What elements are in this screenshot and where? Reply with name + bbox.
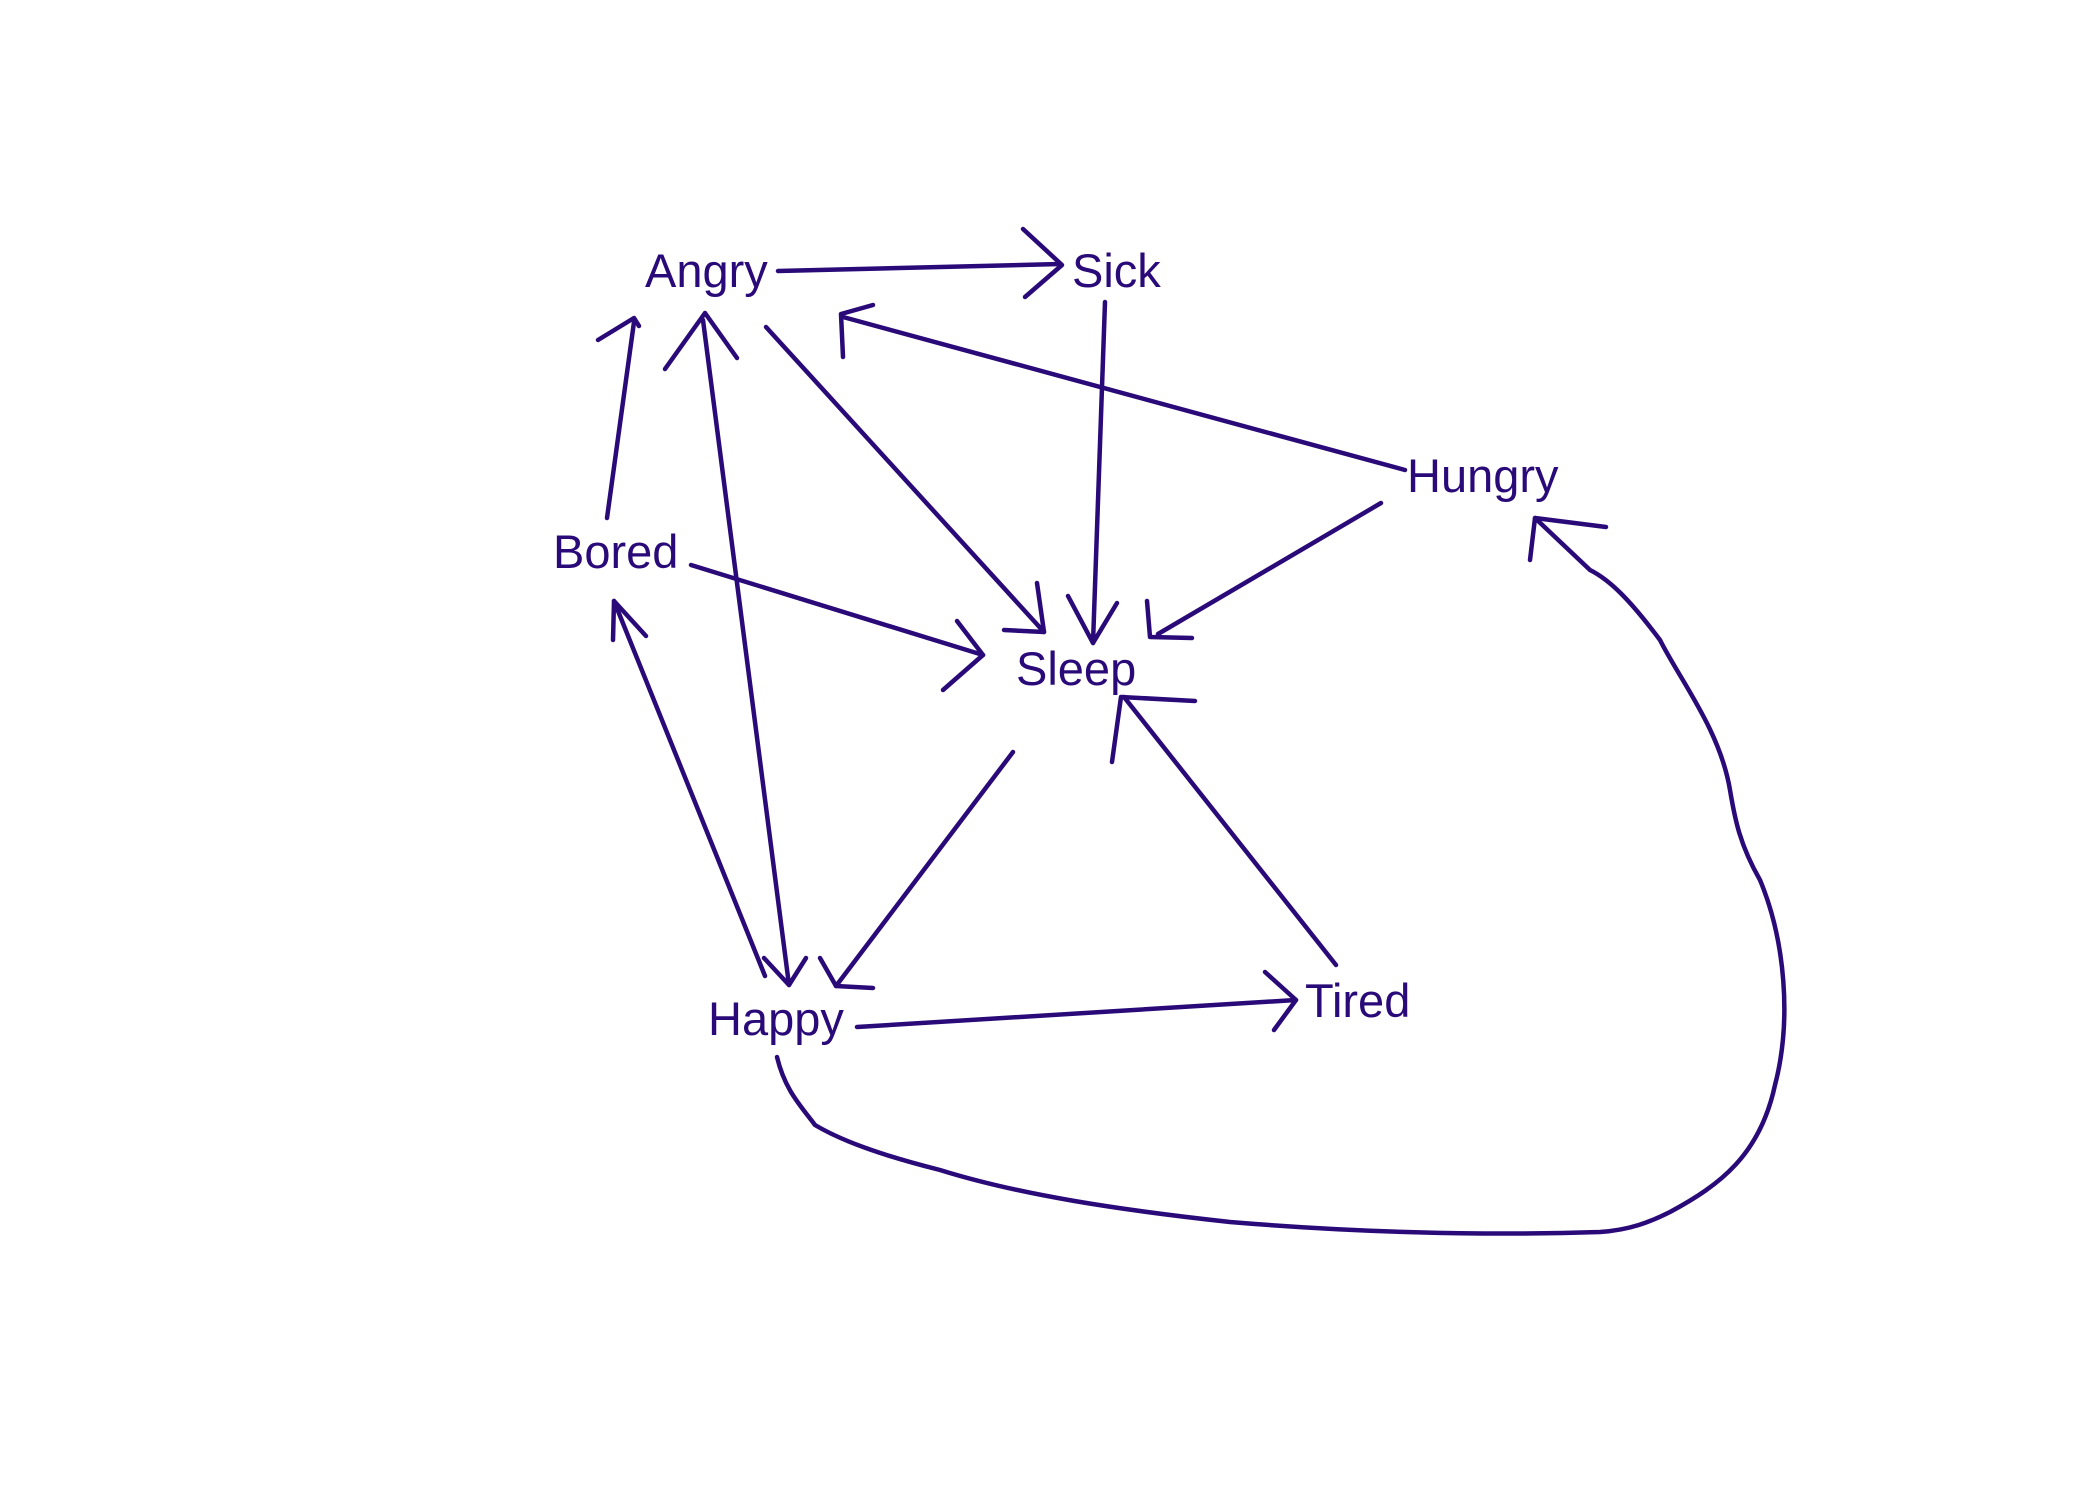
edge-happy-to-hungry (774, 515, 1787, 1236)
edge-bored-to-sleep (688, 562, 986, 693)
node-angry: Angry (645, 244, 768, 297)
edge-sleep-to-happy (817, 749, 1016, 991)
edge-angry-to-happy (662, 310, 809, 988)
edge-happy-to-bored (610, 598, 768, 979)
edge-angry-to-sleep (763, 324, 1047, 635)
node-tired: Tired (1305, 974, 1410, 1027)
node-sleep: Sleep (1016, 642, 1136, 695)
edge-bored-to-angry (595, 315, 642, 521)
node-bored: Bored (553, 525, 678, 578)
node-happy: Happy (708, 992, 844, 1045)
edge-hungry-to-angry (838, 302, 1408, 473)
node-sick: Sick (1072, 244, 1161, 297)
edge-angry-to-sick (775, 226, 1065, 300)
edge-hungry-to-sleep (1144, 500, 1384, 641)
edge-sick-to-sleep (1065, 299, 1120, 646)
edge-happy-to-tired (854, 969, 1299, 1033)
edge-tired-to-sleep (1109, 694, 1339, 968)
node-hungry: Hungry (1407, 449, 1559, 502)
